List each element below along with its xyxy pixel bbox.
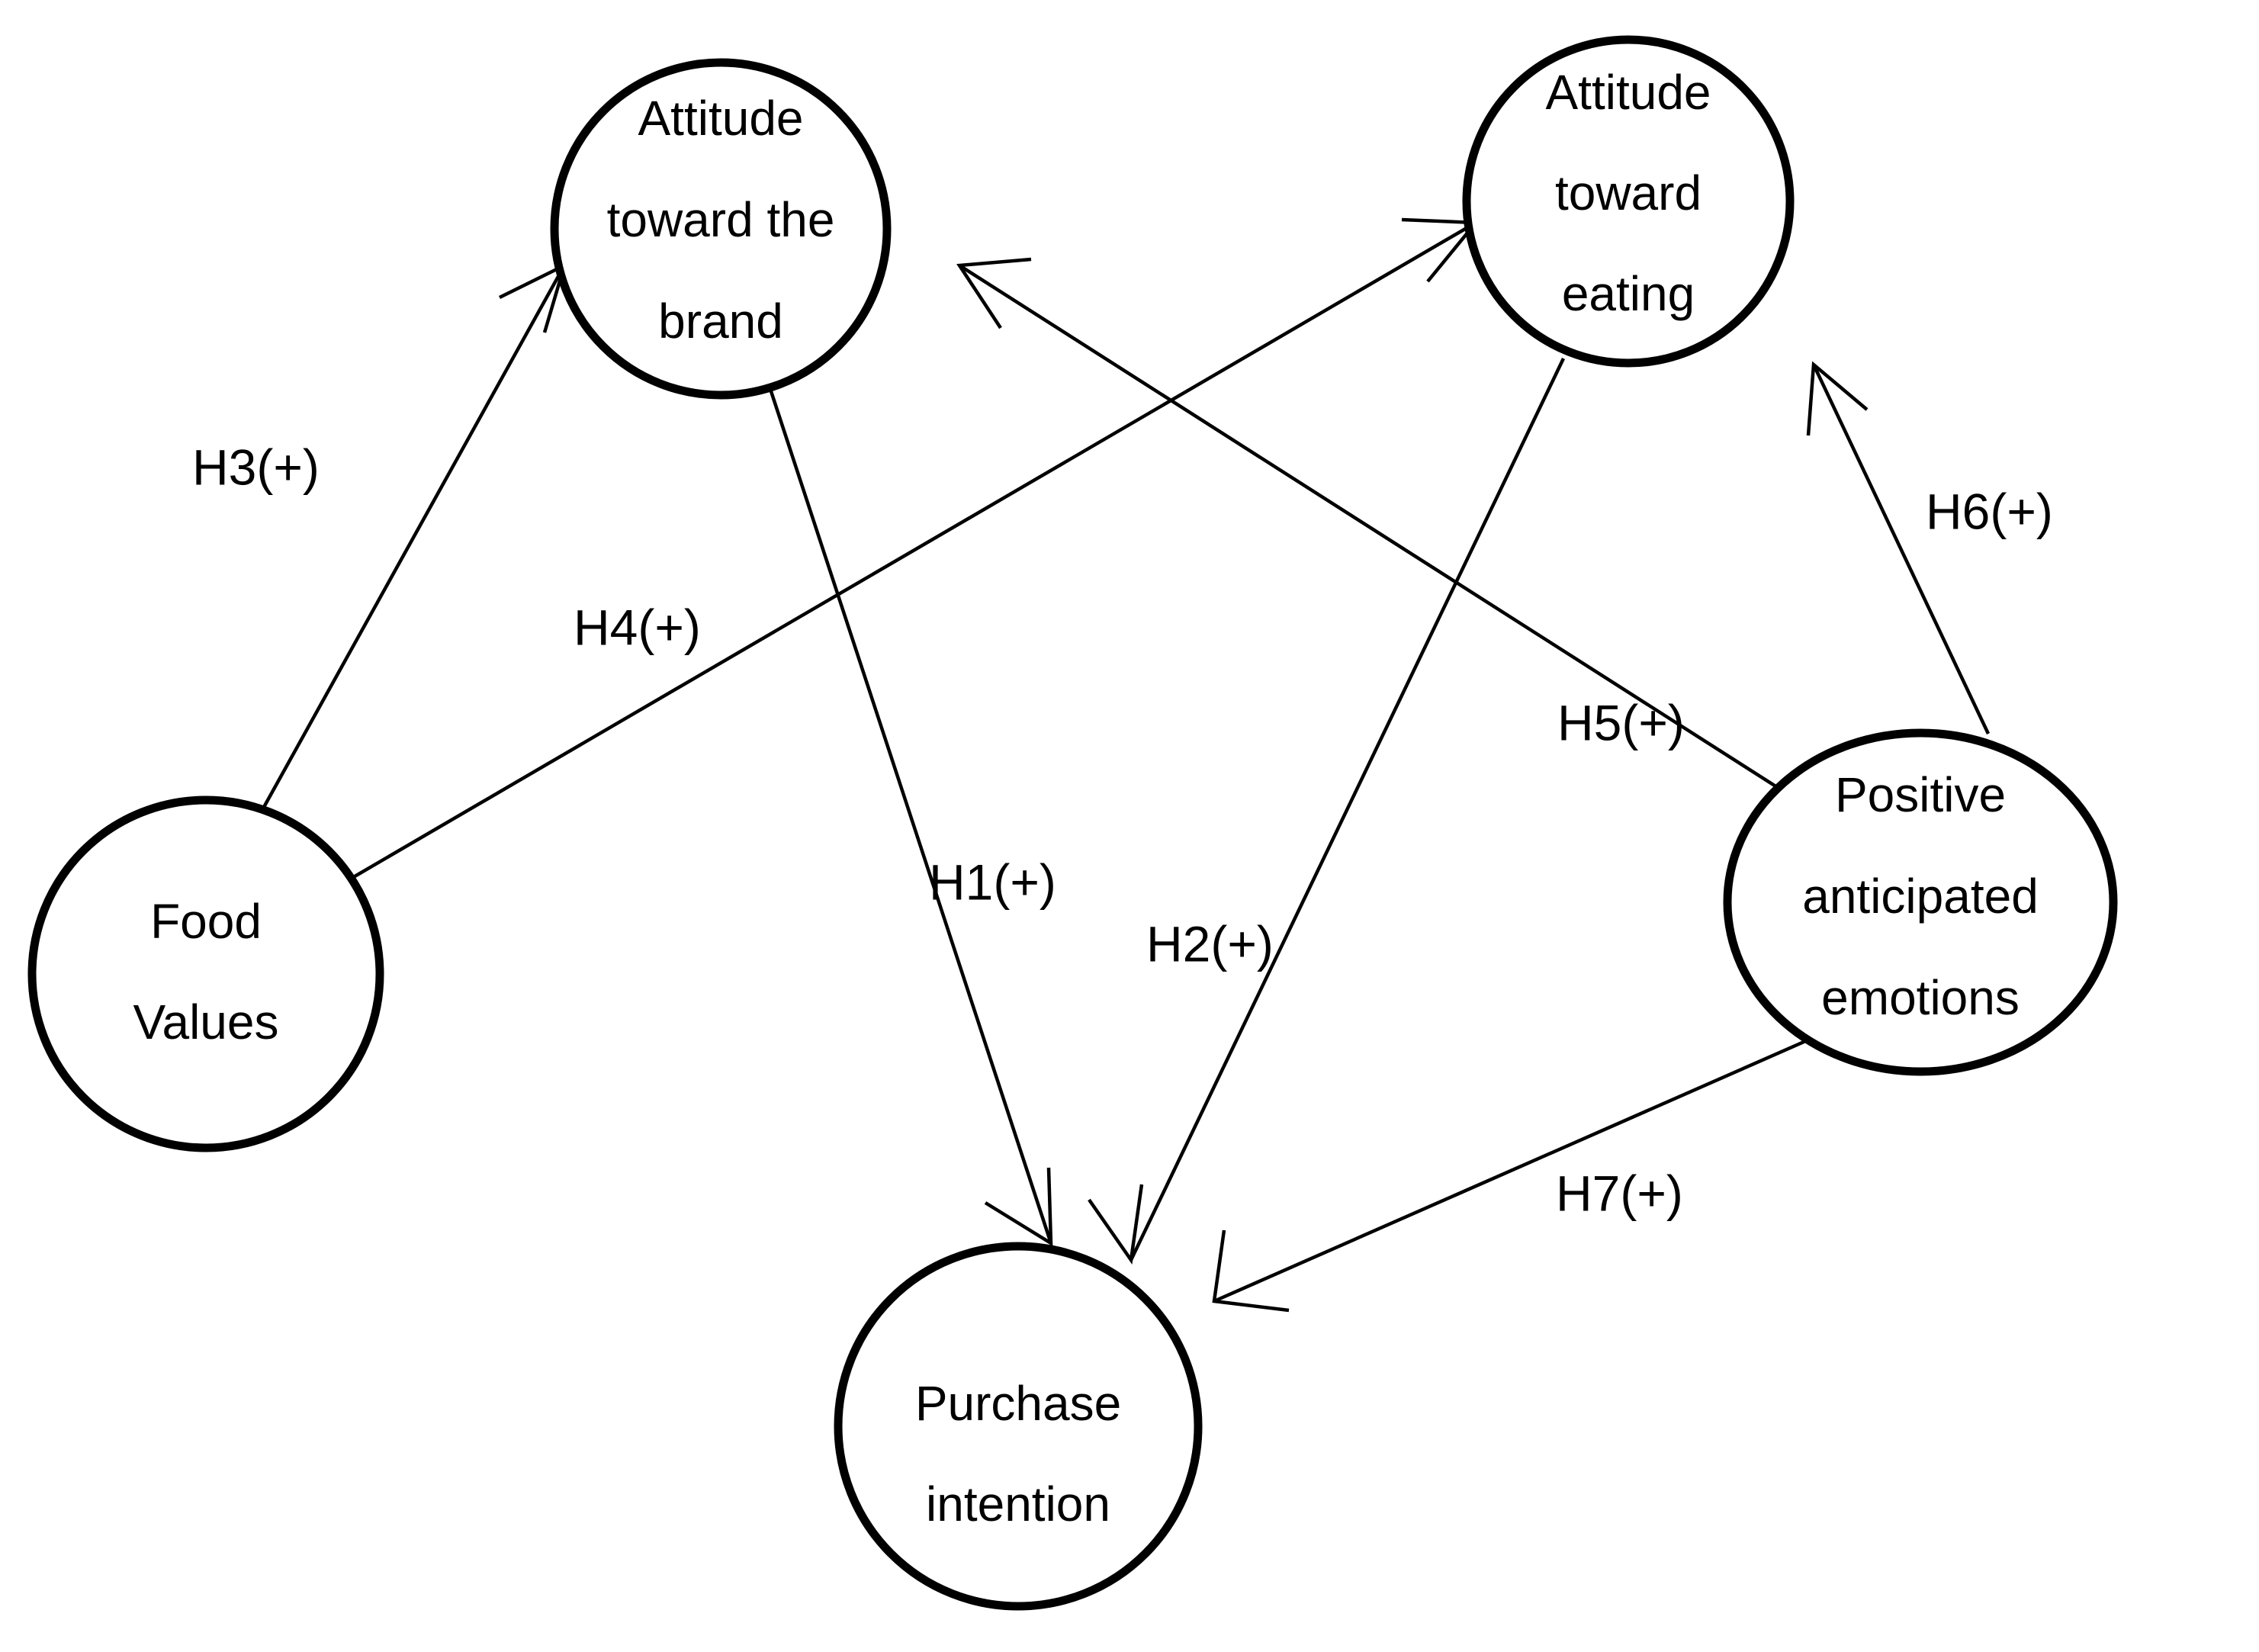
node-positive-anticipated-emotions-shape [1723,728,2118,1076]
edge-label-h7: H7(+) [1556,1165,1683,1221]
node-food-values[interactable]: Food Values [27,795,384,1152]
edge-h6-line [1811,364,1991,734]
node-attitude-brand[interactable]: Attitude toward the brand [550,58,892,400]
node-food-values-shape [27,795,384,1152]
node-attitude-eating[interactable]: Attitude toward eating [1462,35,1795,368]
edges-layer [262,217,1991,1313]
node-attitude-brand-label-line3: brand [658,294,783,349]
node-food-values-label-line2: Values [133,995,279,1049]
edge-label-h6: H6(+) [1926,483,2053,539]
nodes-layer: Attitude toward the brand Attitude towar… [27,35,2118,1611]
edge-label-h3: H3(+) [192,439,320,495]
node-purchase-intention-label-line2: intention [926,1477,1110,1531]
node-positive-anticipated-emotions-label-line2: anticipated [1802,869,2039,924]
node-positive-anticipated-emotions-label-line3: emotions [1821,970,2020,1025]
edge-h5-arrowhead [956,257,1032,329]
edge-h5[interactable] [956,257,1779,789]
edge-h2-line [1129,358,1566,1261]
edge-h4[interactable] [349,217,1480,880]
edge-h2-arrowhead [1088,1184,1144,1265]
edge-label-h4: H4(+) [574,599,701,655]
edge-labels-layer: H3(+) H4(+) H1(+) H2(+) H5(+) H6(+) H7(+… [192,439,2053,1221]
node-positive-anticipated-emotions[interactable]: Positive anticipated emotions [1723,728,2118,1076]
edge-h3[interactable] [262,262,567,810]
edge-h6[interactable] [1806,361,1991,734]
edge-h5-line [958,264,1779,789]
edge-label-h2: H2(+) [1146,915,1274,972]
edge-h3-line [262,264,566,810]
edge-h1[interactable] [768,388,1053,1247]
edge-h1-line [768,388,1053,1244]
node-purchase-intention-shape [834,1242,1203,1611]
node-attitude-eating-shape [1462,35,1795,368]
edge-label-h5: H5(+) [1557,694,1685,750]
edge-h2[interactable] [1088,358,1566,1265]
node-attitude-brand-label-line2: toward the [607,192,835,247]
node-attitude-eating-label-line1: Attitude [1545,65,1711,120]
edge-h6-arrowhead [1806,361,1869,436]
edge-h7[interactable] [1212,1032,1822,1313]
node-purchase-intention-label-line1: Purchase [915,1376,1121,1431]
edge-label-h1: H1(+) [929,853,1056,910]
node-attitude-brand-shape [550,58,892,400]
edge-h4-line [349,221,1477,880]
node-attitude-eating-label-line3: eating [1562,266,1695,321]
edge-h7-line [1213,1032,1822,1303]
edge-h1-arrowhead [984,1167,1053,1247]
node-purchase-intention[interactable]: Purchase intention [834,1242,1203,1611]
edge-h7-arrowhead [1212,1229,1290,1313]
node-positive-anticipated-emotions-label-line1: Positive [1835,767,2006,822]
node-attitude-eating-label-line2: toward [1555,166,1701,220]
node-food-values-label-line1: Food [150,894,262,949]
node-attitude-brand-label-line1: Attitude [638,91,803,146]
